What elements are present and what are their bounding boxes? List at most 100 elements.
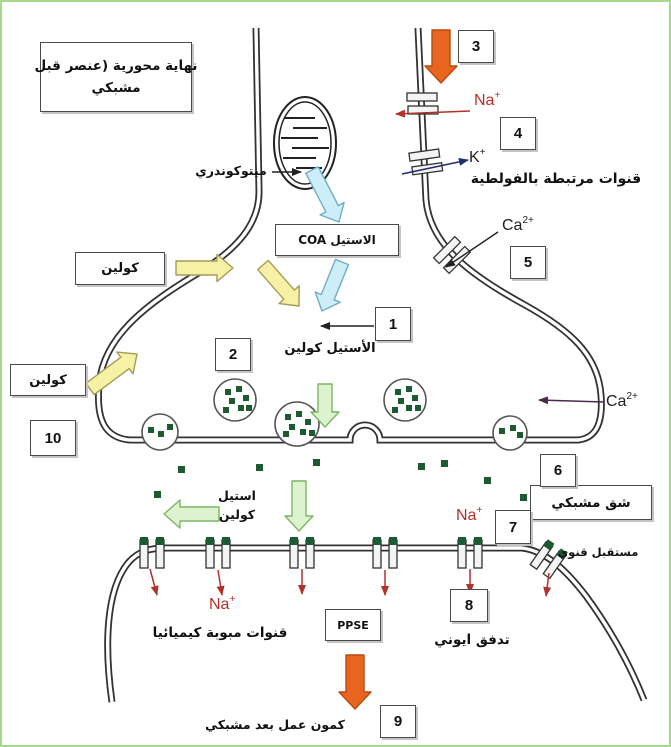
ion-symbol: Na [456, 507, 477, 524]
acetylcholine-molecule [309, 430, 315, 436]
step-9-number: 9 [393, 713, 403, 730]
calcium-ion-label-channel: Ca2+ [502, 215, 534, 235]
chemical-channels-label: قنوات مبوبة كيميائيا [152, 625, 288, 641]
acetylcholine-molecule [395, 389, 401, 395]
acetylcholine-molecule [392, 407, 398, 413]
bound-acetylcholine [156, 537, 164, 545]
mitochondria-to-acetyl-coa-arrow [305, 166, 345, 223]
presynaptic-membrane [94, 27, 605, 444]
ion-charge: 2+ [522, 215, 534, 226]
choline-reuptake-arrow [85, 351, 138, 396]
acetylcholine-recycling-arrow [163, 499, 220, 529]
acetylcholine-molecule [499, 428, 505, 434]
acetylcholine-molecule [283, 431, 289, 437]
acetylcholine-molecule [398, 398, 404, 404]
acetylcholine-to-receptor-arrow [284, 480, 314, 532]
acetylcholine-molecule [520, 494, 527, 501]
synaptic-vesicle [383, 378, 427, 422]
bound-acetylcholine [140, 537, 148, 545]
cleft-acetylcholine-line2: كولين [218, 507, 256, 522]
synaptic-vesicles [141, 378, 528, 451]
synaptic-vesicle [274, 401, 320, 447]
choline-left-label: كولين [29, 372, 67, 388]
potassium-ion-label: K+ [469, 147, 486, 167]
step-7-number: 7 [508, 518, 518, 536]
ppse-box: PPSE [325, 609, 381, 641]
step-1-number: 1 [388, 315, 398, 333]
ion-symbol: Na [474, 92, 495, 109]
acetylcholine-molecule [484, 477, 491, 484]
presynaptic-terminal-label-box: نهاية محورية (عنصر قبل مشبكي [35, 42, 198, 112]
acetylcholine-molecule [415, 405, 421, 411]
acetylcholine-molecule [236, 386, 242, 392]
mitochondria-label: ميتوكوندري [195, 163, 267, 178]
ppse-label: PPSE [337, 618, 369, 632]
ligand-gated-channel [457, 537, 483, 569]
acetylcholine-molecule [225, 389, 231, 395]
choline-input-arrow [175, 253, 234, 283]
ppse-to-action-potential-arrow [338, 654, 372, 710]
step-2-box: 2 [215, 338, 251, 371]
acetylcholine-molecule [238, 405, 244, 411]
exocytosis-arrow [310, 383, 340, 428]
cleft-acetylcholine-line1: استيل [218, 488, 256, 503]
acetylcholine-molecule [517, 432, 523, 438]
choline-top-label: كولين [101, 261, 139, 276]
synaptic-vesicle [492, 415, 528, 451]
acetylcholine-molecule [229, 398, 235, 404]
acetyl-coa-label: الاستيل COA [298, 233, 376, 247]
presynaptic-label-line2: مشبكي [91, 80, 141, 96]
acetyl-coa-to-acetylcholine-arrow [314, 258, 350, 312]
ion-symbol: K [469, 149, 480, 166]
acetylcholine-molecule [243, 395, 249, 401]
ion-symbol: Ca [502, 217, 523, 234]
bound-acetylcholine [389, 537, 397, 545]
postsynaptic-membrane [104, 544, 648, 703]
voltage-channels-label: قنوات مرتبطة بالفولطية [470, 171, 642, 187]
choline-left-box: كولين [10, 364, 86, 396]
synaptic-cleft-box: شق مشبكي [530, 485, 652, 520]
bound-acetylcholine [474, 537, 482, 545]
channel-receptor-label: مستقبل قنوي [557, 545, 639, 559]
step-4-box: 4 [500, 117, 536, 150]
ion-flow-label: تدفق ايوني [434, 632, 510, 648]
step-3-number: 3 [471, 38, 481, 55]
bound-acetylcholine [206, 537, 214, 545]
step-10-number: 10 [44, 429, 62, 447]
ion-symbol: Na [209, 596, 230, 613]
acetylcholine-label: الأستيل كولين [284, 341, 376, 356]
acetylcholine-molecule [167, 424, 173, 430]
postsynaptic-membrane-inner [106, 546, 646, 703]
acetylcholine-molecule [406, 386, 412, 392]
acetylcholine-molecule [285, 414, 291, 420]
sodium-ion-label-post: Na+ [209, 594, 235, 614]
ligand-gated-channel [372, 537, 398, 569]
acetylcholine-molecule [412, 395, 418, 401]
acetylcholine-molecule [406, 405, 412, 411]
sodium-ion-label-top: Na+ [474, 90, 500, 110]
cleft-acetylcholine-label: استيل كولين [212, 486, 262, 524]
postsynaptic-action-potential-label: كمون عمل بعد مشبكي [205, 717, 345, 732]
acetylcholine-molecule [418, 463, 425, 470]
acetylcholine-molecule [296, 411, 302, 417]
ion-charge: 2+ [626, 391, 638, 402]
acetylcholine-molecule [305, 419, 311, 425]
ion-charge: + [479, 147, 486, 158]
bound-acetylcholine [556, 548, 568, 560]
sodium-ion-label-cleft: Na+ [456, 505, 482, 525]
membranes [94, 27, 648, 703]
step-1-box: 1 [375, 307, 411, 341]
calcium-pointer-arrow [538, 396, 605, 405]
sodium-influx-arrow [395, 109, 471, 118]
bound-acetylcholine [306, 537, 314, 545]
step-6-box: 6 [540, 454, 576, 487]
step-2-number: 2 [228, 346, 238, 363]
acetylcholine-molecule [246, 405, 252, 411]
ion-channels [139, 92, 568, 580]
ligand-gated-channel [289, 537, 315, 569]
sodium-entry-arrow [543, 572, 552, 597]
bound-acetylcholine [373, 537, 381, 545]
acetylcholine-molecule [313, 459, 320, 466]
acetylcholine-molecule [158, 431, 164, 437]
